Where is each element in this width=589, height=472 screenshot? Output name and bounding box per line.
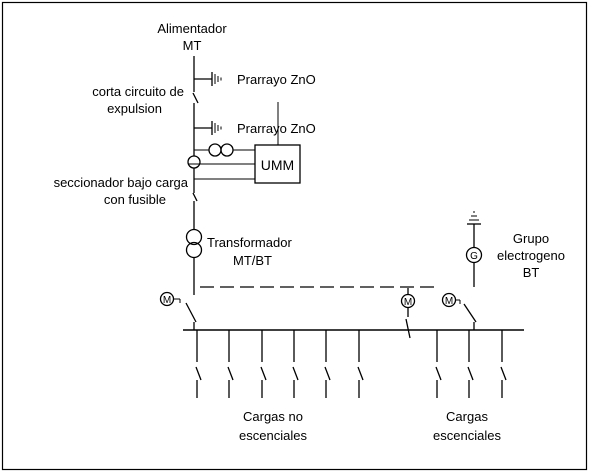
main-breaker-motor-symbol: M (163, 295, 171, 306)
fuse-label-line1: corta circuito de (92, 84, 184, 99)
genset-label-line3: BT (523, 265, 540, 280)
genset-label-line1: Grupo (513, 231, 549, 246)
feeder-ne-5 (324, 330, 331, 398)
load-break-switch (192, 192, 198, 230)
voltage-transformer (194, 143, 255, 157)
loads-essential-line1: Cargas (446, 409, 488, 424)
feeder-ne-3 (260, 330, 267, 398)
generator-symbol: G (470, 251, 478, 262)
non-essential-feeders (195, 330, 364, 398)
feeder-ne-4 (292, 330, 299, 398)
loads-non-essential-line1: Cargas no (243, 409, 303, 424)
umm-label: UMM (261, 157, 294, 173)
surge-arrester-1 (194, 72, 222, 86)
loads-non-essential-line2: escenciales (239, 428, 307, 443)
essential-feeders (435, 330, 507, 398)
feeder-ne-1 (195, 330, 202, 398)
genset-label-line2: electrogeno (497, 248, 565, 263)
feeder-ne-2 (227, 330, 234, 398)
umm-unit: UMM (254, 144, 301, 184)
generator-breaker: M (441, 292, 477, 330)
arrester-2-label: Prarrayo ZnO (237, 121, 316, 136)
bus-tie-breaker: M (400, 288, 416, 339)
bus-tie-motor-symbol: M (404, 297, 412, 308)
switch-label-line1: seccionador bajo carga (54, 175, 189, 190)
feeder-e-2 (467, 330, 474, 398)
power-transformer (185, 228, 203, 259)
feeder-ne-6 (357, 330, 364, 398)
fuse-label-line2: expulsion (107, 101, 162, 116)
surge-arrester-2 (194, 121, 222, 135)
loads-essential-line2: escenciales (433, 428, 501, 443)
transformer-label-line2: MT/BT (233, 253, 272, 268)
feeder-e-3 (500, 330, 507, 398)
switch-label-line2: con fusible (104, 192, 166, 207)
feeder-label-line2: MT (183, 38, 202, 53)
gen-breaker-motor-symbol: M (445, 296, 453, 307)
ground-icon (467, 211, 481, 225)
expulsion-fuse (192, 85, 199, 156)
main-breaker: M (159, 291, 197, 330)
generator: G (465, 224, 483, 287)
feeder-e-1 (435, 330, 442, 398)
feeder-label-line1: Alimentador (157, 21, 227, 36)
transformer-label-line1: Transformador (207, 235, 292, 250)
arrester-1-label: Prarrayo ZnO (237, 72, 316, 87)
current-transformer (187, 155, 255, 169)
